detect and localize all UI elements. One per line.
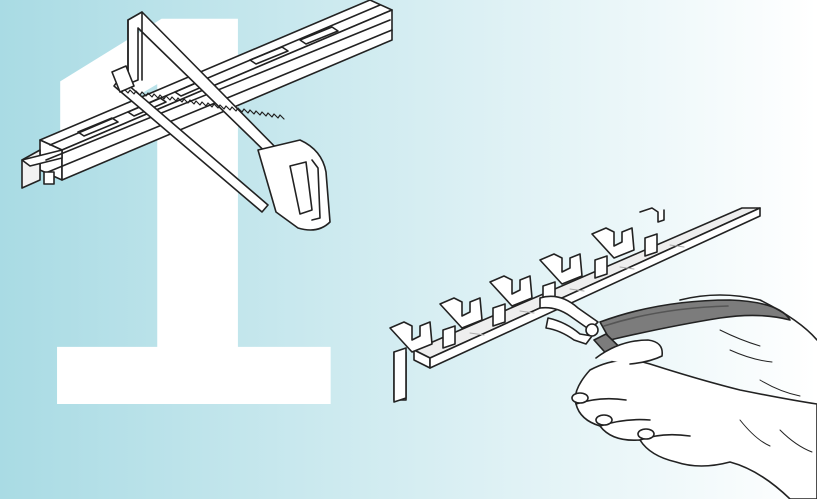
instruction-step-scene: 1 [0, 0, 817, 499]
illustration-layer [0, 0, 817, 499]
